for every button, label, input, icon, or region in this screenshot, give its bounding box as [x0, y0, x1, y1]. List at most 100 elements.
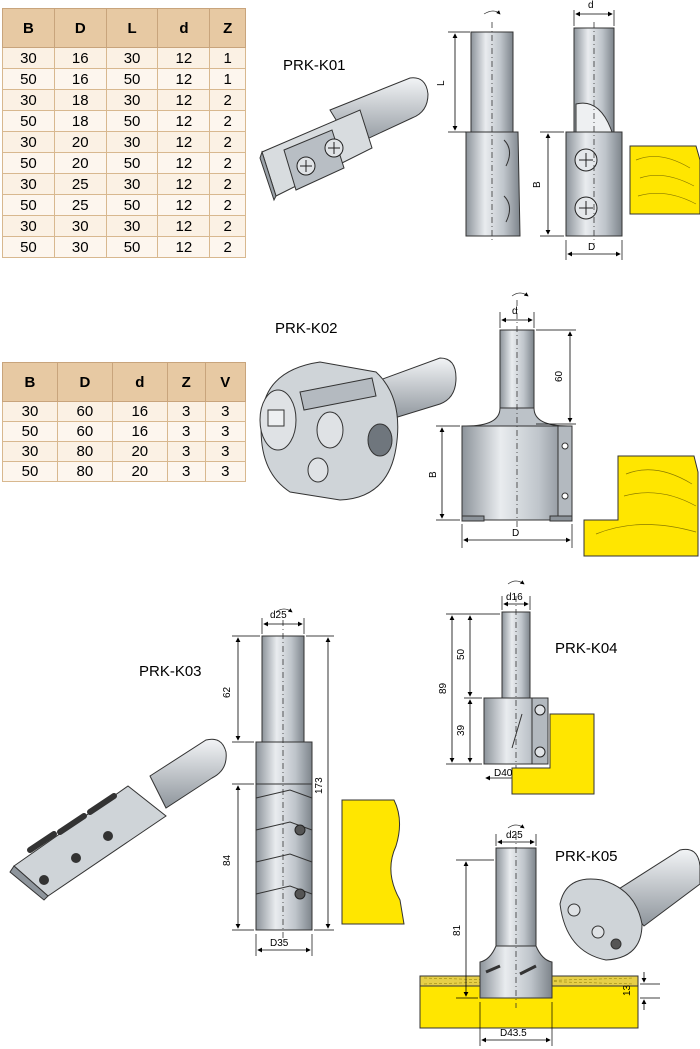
table-cell: 30: [53, 236, 107, 258]
k04-dim-d40: D40: [494, 768, 513, 779]
k03-drawing: [232, 608, 405, 956]
table-cell: 50: [105, 194, 159, 216]
table-cell: 3: [166, 441, 206, 462]
table-cell: 12: [157, 89, 211, 111]
k05-dim-13: 13: [622, 984, 633, 996]
table-cell: 12: [157, 68, 211, 90]
table-cell: 30: [105, 89, 159, 111]
table-cell: 30: [2, 215, 55, 237]
column-header: V: [204, 362, 247, 402]
k02-dim-b: B: [428, 471, 439, 478]
table-cell: 30: [2, 441, 58, 462]
column-header: d: [111, 362, 168, 402]
table-cell: 50: [105, 236, 159, 258]
table-cell: 16: [53, 68, 107, 90]
column-header: d: [157, 8, 211, 48]
k02-render: [259, 357, 457, 501]
table-cell: 12: [157, 152, 211, 174]
k01-render: [259, 77, 429, 202]
k01-dim-dd: D: [588, 242, 595, 253]
model-label-k03: PRK-K03: [139, 663, 202, 680]
column-header: L: [105, 8, 159, 48]
table-cell: 12: [157, 110, 211, 132]
k03-dim-62: 62: [222, 686, 233, 698]
model-label-k02: PRK-K02: [275, 320, 338, 337]
column-header: D: [56, 362, 113, 402]
k05-dim-d25: d25: [506, 830, 523, 841]
table-cell: 2: [209, 194, 246, 216]
table-cell: 60: [56, 401, 113, 422]
k02-drawing: [436, 292, 699, 557]
k01-dim-b: B: [532, 181, 543, 188]
table-cell: 80: [56, 461, 113, 482]
model-label-k05: PRK-K05: [555, 848, 618, 865]
table-cell: 1: [209, 68, 246, 90]
table-cell: 50: [2, 461, 58, 482]
k01-front-drawing: [540, 10, 700, 260]
column-header: B: [2, 8, 55, 48]
k01-dim-d: d: [588, 0, 594, 11]
table-cell: 50: [2, 68, 55, 90]
table-cell: 16: [111, 421, 168, 442]
table-cell: 12: [157, 215, 211, 237]
table-cell: 30: [2, 131, 55, 153]
table-cell: 2: [209, 215, 246, 237]
table-cell: 2: [209, 110, 246, 132]
k03-dim-84: 84: [222, 854, 233, 866]
table-cell: 30: [2, 89, 55, 111]
table-cell: 30: [105, 47, 159, 69]
k02-dim-dd: D: [512, 528, 519, 539]
k04-dim-89: 89: [438, 682, 449, 694]
k01-side-drawing: [448, 10, 521, 242]
table-cell: 25: [53, 194, 107, 216]
k02-dim-d: d: [512, 306, 518, 317]
model-label-k04: PRK-K04: [555, 640, 618, 657]
table-cell: 12: [157, 173, 211, 195]
k03-dim-d25: d25: [270, 610, 287, 621]
table-cell: 3: [166, 401, 206, 422]
k05-render: [559, 848, 700, 961]
table-cell: 2: [209, 236, 246, 258]
k04-dim-50: 50: [456, 648, 467, 660]
table-cell: 50: [2, 152, 55, 174]
table-cell: 50: [2, 421, 58, 442]
k03-render: [9, 738, 227, 901]
table-cell: 12: [157, 236, 211, 258]
table-cell: 20: [111, 461, 168, 482]
k05-drawing: [419, 824, 660, 1046]
table-cell: 3: [204, 461, 247, 482]
table-cell: 18: [53, 89, 107, 111]
model-label-k01: PRK-K01: [283, 57, 346, 74]
table-cell: 2: [209, 173, 246, 195]
k01-dim-l: L: [436, 80, 447, 86]
table-cell: 30: [105, 131, 159, 153]
table-cell: 3: [204, 401, 247, 422]
table-cell: 30: [105, 173, 159, 195]
k04-drawing: [446, 580, 595, 795]
k05-dim-81: 81: [452, 924, 463, 936]
k03-dim-d35: D35: [270, 938, 289, 949]
k05-dim-d435: D43.5: [500, 1028, 527, 1039]
table-cell: 30: [2, 173, 55, 195]
table-cell: 50: [2, 236, 55, 258]
k02-dim-60: 60: [554, 370, 565, 382]
column-header: B: [2, 362, 58, 402]
table-cell: 50: [105, 110, 159, 132]
table-cell: 1: [209, 47, 246, 69]
